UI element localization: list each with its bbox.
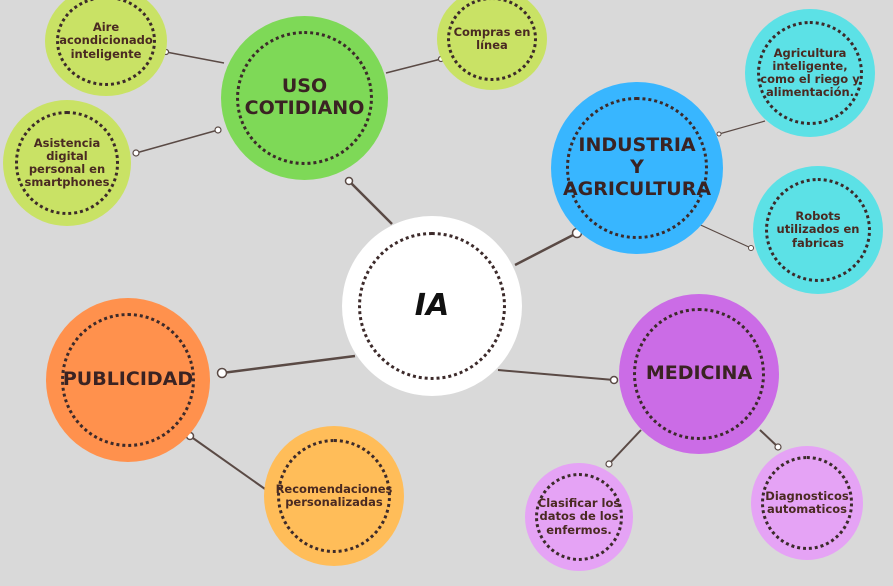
label-line: Compras en [453, 24, 531, 39]
connector-uso-compras [385, 58, 442, 74]
label-line: línea [476, 38, 508, 52]
leaf-recomendaciones: Recomendaciones personalizadas [264, 426, 404, 566]
connector-dot [132, 149, 140, 157]
leaf-label: Diagnosticos automaticos [765, 488, 849, 516]
category-label: PUBLICIDAD [62, 368, 194, 391]
label-line: INDUSTRIA [578, 134, 696, 157]
label-line: alimentación. [765, 85, 855, 100]
label-line: COTIDIANO [244, 97, 365, 119]
label-line: acondicionado [59, 33, 153, 48]
leaf-robots-fabricas: Robots utilizados en fabricas [753, 166, 883, 294]
leaf-label: Robots utilizados en fabricas [777, 210, 860, 250]
connector-ia-medicina [497, 369, 615, 381]
label-line: automaticos [766, 502, 848, 516]
label-line: enfermos. [546, 522, 612, 537]
label-line: Y [630, 156, 644, 179]
leaf-aire-acondicionado: Aire acondicionado inteligente [45, 0, 167, 96]
label-line: Diagnosticos [765, 488, 849, 503]
category-publicidad: PUBLICIDAD [46, 298, 210, 462]
label-line: como el riego y [760, 72, 860, 86]
leaf-clasificar-datos: Clasificar los datos de los enfermos. [525, 463, 633, 571]
label-line: Aire [92, 20, 120, 35]
label-line: Asistencia [33, 135, 101, 150]
connector-industria-robots [693, 221, 752, 249]
leaf-label: Asistencia digital personal en smartphon… [24, 135, 110, 190]
connector-dot [774, 443, 782, 451]
category-uso-cotidiano: USO COTIDIANO [221, 16, 388, 180]
label-line: digital [46, 148, 88, 163]
connector-dot [605, 460, 613, 468]
category-label: USO COTIDIANO [244, 75, 365, 120]
category-industria-agricultura: INDUSTRIA Y AGRICULTURA [551, 82, 723, 254]
leaf-label: Agricultura inteligente, como el riego y… [760, 45, 860, 100]
connector-dot [716, 131, 722, 137]
leaf-label: Compras en línea [453, 24, 531, 52]
connector-dot [216, 367, 228, 379]
center-label: IA [414, 287, 450, 323]
label-line: inteligente [70, 46, 142, 61]
leaf-diagnosticos-automaticos: Diagnosticos automaticos [751, 446, 863, 560]
connector-medicina-diagnosticos [759, 429, 779, 448]
label-line: Clasificar los [537, 496, 621, 511]
connector-ia-uso [348, 180, 393, 225]
label-line: fabricas [791, 235, 845, 250]
center-node-ia: IA [342, 216, 522, 396]
label-line: smartphones [24, 175, 110, 190]
label-line: personalizadas [285, 495, 383, 509]
leaf-label: Recomendaciones personalizadas [275, 481, 393, 509]
leaf-label: Aire acondicionado inteligente [59, 21, 153, 61]
connector-dot [609, 375, 619, 385]
leaf-compras-en-linea: Compras en línea [437, 0, 547, 90]
label-line: Robots [795, 209, 841, 224]
label-line: inteligente, [772, 58, 848, 73]
connector-industria-agricultura [718, 120, 766, 135]
label-line: USO [281, 75, 328, 98]
connector-dot [214, 126, 222, 134]
label-line: Agricultura [773, 45, 847, 60]
leaf-agricultura-inteligente: Agricultura inteligente, como el riego y… [745, 9, 875, 137]
connector-dot [748, 245, 754, 251]
category-label: MEDICINA [645, 362, 753, 385]
connector-uso-aire [165, 51, 225, 64]
label-line: datos de los [539, 509, 619, 524]
category-label: INDUSTRIA Y AGRICULTURA [562, 134, 712, 201]
label-line: utilizados en [776, 222, 860, 237]
connector-medicina-clasificar [608, 429, 642, 465]
category-medicina: MEDICINA [619, 294, 779, 454]
connector-ia-industria [514, 231, 578, 267]
label-line: AGRICULTURA [562, 177, 712, 200]
label-line: personal en [28, 162, 106, 176]
connector-dot [344, 176, 354, 186]
connector-uso-asistencia [135, 129, 219, 154]
label-line: Recomendaciones [275, 481, 393, 496]
leaf-label: Clasificar los datos de los enfermos. [538, 497, 620, 537]
connector-publicidad-recomendaciones [189, 435, 266, 490]
connector-ia-publicidad [221, 354, 356, 375]
leaf-asistencia-digital: Asistencia digital personal en smartphon… [3, 100, 131, 226]
